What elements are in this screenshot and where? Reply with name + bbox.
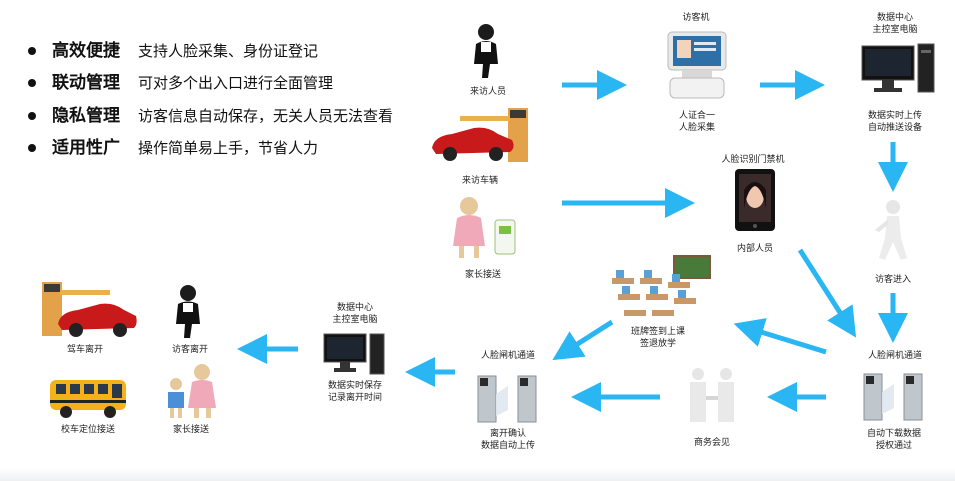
feature-item-efficient: 高效便捷支持人脸采集、身份证登记 [28, 36, 318, 61]
datacenter2-caption: 数据实时保存 记录离开时间 [312, 380, 398, 404]
gate-right-caption-line: 自动下载数据 [866, 429, 921, 439]
datacenter-title-line: 主控室电脑 [872, 25, 918, 35]
gate-mid-caption-line: 离开确认 [489, 429, 526, 439]
arrow-gate-to-classroom [733, 318, 827, 355]
kiosk-caption-line: 人脸采集 [678, 123, 715, 133]
bullet [28, 144, 36, 152]
gate-right-title: 人脸闸机通道 [867, 351, 922, 361]
kiosk-caption-line: 人证合一 [678, 111, 715, 121]
feature-item-privacy: 隐私管理访客信息自动保存，无关人员无法查看 [28, 101, 393, 126]
classroom-icon [612, 255, 711, 316]
feature-title: 隐私管理 [52, 106, 120, 126]
face-terminal-icon [735, 169, 775, 231]
feature-title: 高效便捷 [52, 41, 120, 61]
gate-mid-caption-line: 数据自动上传 [480, 441, 535, 451]
datacenter2-caption-line: 数据实时保存 [327, 381, 382, 391]
feature-item-linkage: 联动管理可对多个出入口进行全面管理 [28, 68, 333, 93]
datacenter2-title: 数据中心 主控室电脑 [315, 302, 395, 326]
parent-child-icon [168, 364, 216, 418]
visitor-vehicle-label: 来访车辆 [461, 176, 498, 186]
computer-icon [861, 43, 935, 93]
turnstile-icon [477, 375, 537, 423]
gate-mid-caption: 离开确认 数据自动上传 [465, 428, 551, 452]
business-meeting-label: 商务会见 [693, 438, 730, 448]
car-leave-icon [42, 282, 137, 337]
feature-desc: 可对多个出入口进行全面管理 [138, 74, 334, 92]
school-bus-icon [50, 380, 126, 418]
visitor-enter-label: 访客进入 [874, 275, 911, 285]
visitor-vehicle-icon [432, 108, 528, 162]
datacenter2-caption-line: 记录离开时间 [327, 393, 382, 403]
car-leave-label: 驾车离开 [66, 345, 103, 355]
datacenter-caption: 数据实时上传 自动推送设备 [852, 110, 938, 134]
datacenter-title: 数据中心 主控室电脑 [855, 12, 935, 36]
arrow-classroom-to-gate [552, 319, 614, 361]
turnstile-icon [863, 373, 923, 421]
face-gate-title: 人脸识别门禁机 [721, 155, 785, 165]
feature-item-applicability: 适用性广操作简单易上手，节省人力 [28, 133, 318, 158]
datacenter-caption-line: 数据实时上传 [867, 111, 922, 121]
bullet [28, 112, 36, 120]
datacenter-title-line: 数据中心 [876, 13, 913, 23]
kiosk-icon [667, 31, 727, 99]
classroom-caption-line: 班牌签到上课 [630, 327, 685, 337]
computer-icon [323, 333, 385, 375]
gate-mid-title: 人脸闸机通道 [480, 351, 535, 361]
gate-right-caption: 自动下载数据 授权通过 [852, 428, 936, 452]
gate-right-caption-line: 授权通过 [875, 441, 912, 451]
parent-pickup-out-label: 家长接送 [172, 425, 209, 435]
visitor-leave-icon [176, 285, 200, 338]
visitor-person-icon [474, 24, 498, 78]
kiosk-caption: 人证合一 人脸采集 [660, 110, 734, 134]
kiosk-title: 访客机 [682, 13, 710, 23]
floor-shade [0, 468, 955, 481]
visitor-leave-label: 访客离开 [171, 345, 208, 355]
datacenter-caption-line: 自动推送设备 [867, 123, 922, 133]
walking-person-icon [875, 200, 907, 260]
classroom-caption-line: 签退放学 [639, 339, 676, 349]
visitor-person-label: 来访人员 [469, 87, 506, 97]
parent-pickup-label: 家长接送 [464, 270, 501, 280]
bullet [28, 47, 36, 55]
datacenter2-title-line: 主控室电脑 [332, 315, 378, 325]
internal-staff-label: 内部人员 [736, 244, 773, 254]
classroom-caption: 班牌签到上课 签退放学 [618, 326, 698, 350]
feature-desc: 支持人脸采集、身份证登记 [138, 42, 319, 60]
feature-desc: 操作简单易上手，节省人力 [138, 139, 319, 157]
bullet [28, 79, 36, 87]
feature-title: 联动管理 [52, 73, 120, 93]
feature-title: 适用性广 [52, 138, 120, 158]
arrow-facegate-to-gate [797, 248, 857, 338]
parent-pickup-icon [453, 197, 516, 258]
handshake-icon [690, 368, 734, 422]
feature-desc: 访客信息自动保存，无关人员无法查看 [138, 107, 394, 125]
bus-label: 校车定位接送 [60, 425, 115, 435]
datacenter2-title-line: 数据中心 [336, 303, 373, 313]
